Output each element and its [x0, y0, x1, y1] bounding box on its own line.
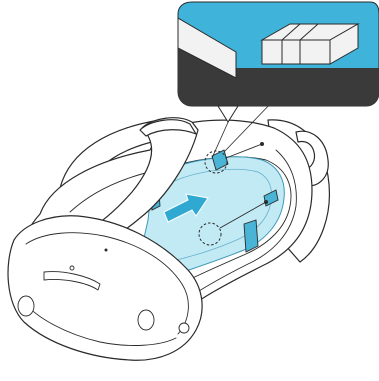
magnified-detail — [178, 2, 379, 122]
indicator-dot — [105, 249, 108, 252]
pointer-upper-dot — [260, 142, 264, 146]
detail-clip-front — [262, 40, 330, 64]
sensor-dot — [70, 266, 74, 270]
sensor-right — [138, 310, 154, 330]
power-button — [179, 323, 189, 333]
pointer-lower-dot — [264, 200, 268, 204]
lower-right-clip — [244, 220, 258, 252]
sensor-left — [18, 296, 34, 316]
